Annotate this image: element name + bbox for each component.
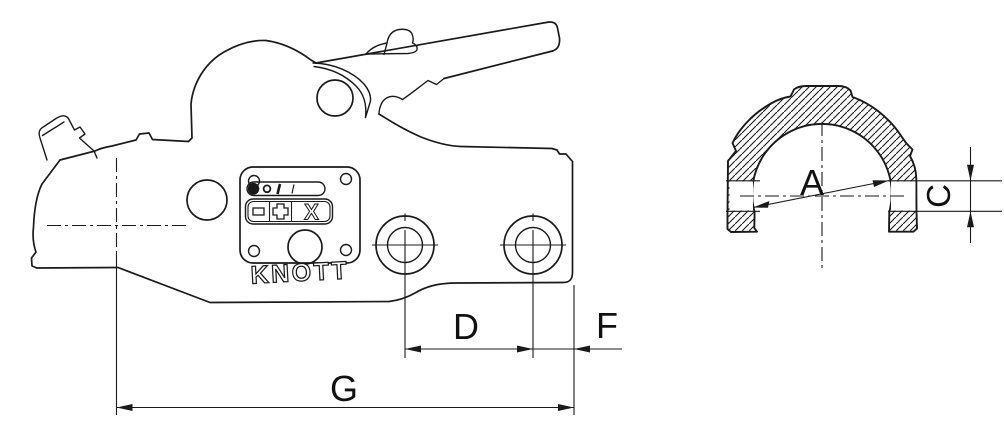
dimension-annotations: D F G <box>116 230 622 415</box>
lever-latch-hook <box>378 77 445 115</box>
plate-center-hole <box>287 229 323 265</box>
dimension-c: C <box>920 147 974 243</box>
plate-screw-bottom-right <box>339 243 353 257</box>
wear-indicator <box>246 181 326 197</box>
plate-screw-bottom-left <box>247 244 261 258</box>
coupling-body-right-outline <box>36 113 574 304</box>
dimension-f: F <box>574 305 618 353</box>
lever-button-notch <box>383 42 388 56</box>
coupling-jaw <box>312 62 372 119</box>
symbol-bar: X <box>244 198 334 225</box>
body-hole <box>186 179 228 221</box>
plunger-cap-line <box>41 121 65 137</box>
arrowhead-c-bottom <box>967 211 974 228</box>
wear-indicator-black-cap <box>247 182 260 195</box>
arrowhead-c-top <box>967 164 974 181</box>
arrowhead-g-left <box>116 404 133 411</box>
brand-label: KNOTT <box>250 256 350 289</box>
minus-symbol <box>252 207 265 216</box>
plate-screw-top-right <box>339 172 353 186</box>
pivot-bolt <box>316 79 354 117</box>
dimension-label-d: D <box>453 306 479 347</box>
coupling-body-outline <box>30 39 317 269</box>
symbol-bar-outer <box>244 198 334 225</box>
arrowhead-d-right <box>517 345 533 353</box>
dimension-d: D <box>405 306 622 353</box>
wear-indicator-dot <box>262 184 272 194</box>
section-profile <box>726 85 918 233</box>
arrowhead-d-left <box>405 345 421 353</box>
arrowhead-a-upper <box>872 180 889 187</box>
wear-indicator-pill <box>246 181 326 197</box>
cross-symbol: X <box>304 200 319 225</box>
front-plunger <box>38 115 98 161</box>
plus-symbol <box>272 203 289 220</box>
arrowhead-g-right <box>558 404 574 411</box>
dimension-label-g: G <box>330 368 358 409</box>
dimension-label-f: F <box>596 305 618 346</box>
arrowhead-a-lower <box>753 201 770 208</box>
adjustment-plate: X <box>239 166 361 265</box>
dimension-label-a: A <box>800 162 824 203</box>
dimension-line-a <box>752 179 890 209</box>
wear-indicator-tick-1 <box>276 183 282 195</box>
symbol-bar-inner <box>247 200 331 223</box>
hand-lever <box>315 21 561 80</box>
dimension-a: A <box>752 162 890 209</box>
wear-indicator-tick-2 <box>291 184 295 194</box>
dimension-label-c: C <box>920 184 957 208</box>
dimension-g: G <box>116 368 574 411</box>
ball-socket-section-view: A C <box>726 85 1002 272</box>
coupling-side-view: X KNOTT <box>30 21 574 415</box>
arrowhead-f <box>574 345 590 353</box>
